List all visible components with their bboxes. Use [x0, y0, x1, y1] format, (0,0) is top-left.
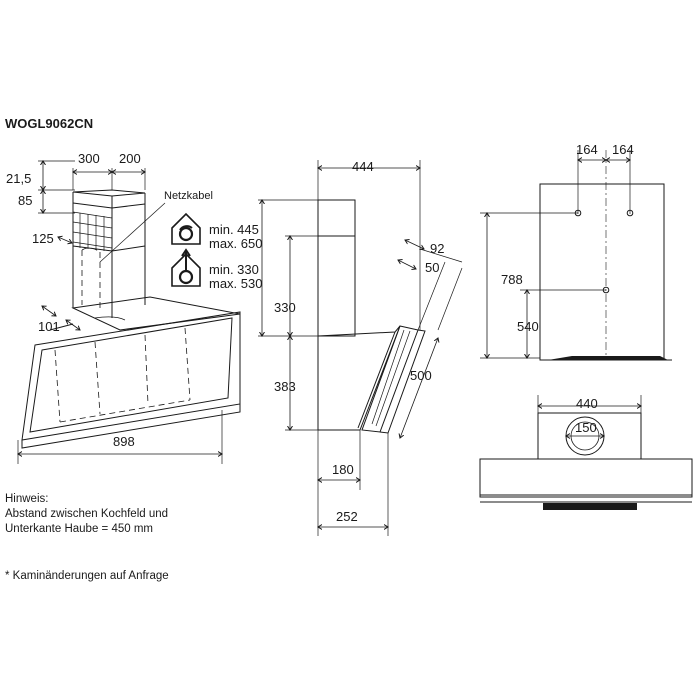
recirc-max: max. 650	[209, 236, 262, 251]
dim-164-left: 164	[576, 142, 598, 157]
dim-101: 101	[38, 319, 60, 334]
top-view: 440 150	[479, 395, 693, 510]
dim-440: 440	[576, 396, 598, 411]
note-title: Hinweis:	[5, 493, 49, 505]
dim-300: 300	[78, 151, 100, 166]
extraction-mode-icon	[171, 248, 201, 287]
dim-540: 540	[517, 319, 539, 334]
dim-50: 50	[425, 260, 439, 275]
perspective-view: 300 200 21,5 85 125 Netzkabel 101	[6, 151, 241, 464]
extract-min: min. 330	[209, 262, 259, 277]
note-line-2: Unterkante Haube = 450 mm	[5, 523, 153, 535]
footnote: * Kaminänderungen auf Anfrage	[5, 570, 169, 582]
model-title: WOGL9062CN	[5, 116, 93, 131]
dim-500: 500	[410, 368, 432, 383]
wall-mount-view: 164 164 788 540	[480, 142, 672, 361]
dim-330: 330	[274, 300, 296, 315]
dim-92: 92	[430, 241, 444, 256]
dim-21-5: 21,5	[6, 171, 31, 186]
dim-200: 200	[119, 151, 141, 166]
note-block: Hinweis: Abstand zwischen Kochfeld und U…	[5, 492, 168, 537]
note-line-1: Abstand zwischen Kochfeld und	[5, 508, 169, 520]
recirculation-mode-icon	[171, 212, 201, 245]
dim-125: 125	[32, 231, 54, 246]
dim-150: 150	[575, 420, 597, 435]
dim-164-right: 164	[612, 142, 634, 157]
dim-252: 252	[336, 509, 358, 524]
dim-383: 383	[274, 379, 296, 394]
dim-788: 788	[501, 272, 523, 287]
dim-85: 85	[18, 193, 32, 208]
dim-180: 180	[332, 462, 354, 477]
netzkabel-label: Netzkabel	[164, 190, 213, 202]
dim-444: 444	[352, 159, 374, 174]
recirc-min: min. 445	[209, 222, 259, 237]
extract-max: max. 530	[209, 276, 262, 291]
dim-898: 898	[113, 434, 135, 449]
profile-view: 444 330 383 92 50 500	[258, 159, 463, 536]
